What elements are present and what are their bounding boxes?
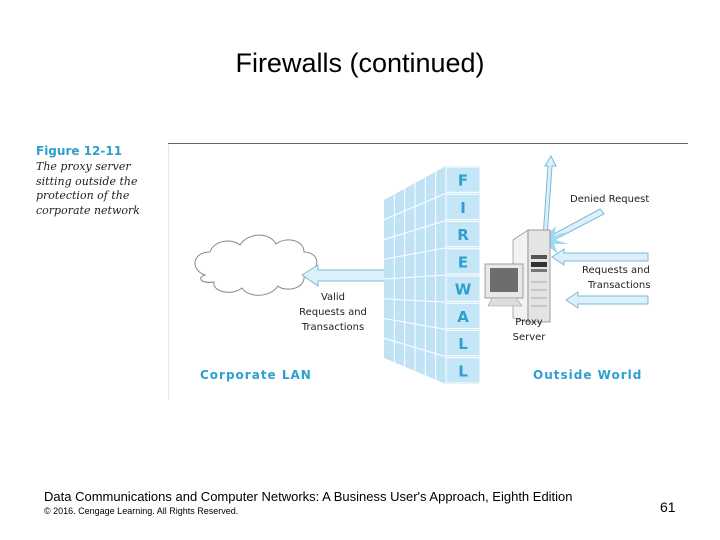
firewall-letter: W — [455, 281, 472, 299]
proxy-label-line2: Server — [513, 332, 547, 343]
firewall-letter-block — [445, 330, 481, 357]
proxy-label-line1: Proxy — [515, 317, 542, 328]
firewall-letter: L — [458, 362, 468, 380]
firewall-letter: R — [457, 226, 469, 244]
footer-book-title: Data Communications and Computer Network… — [44, 489, 573, 504]
firewall-letter: A — [457, 308, 469, 326]
outside-world-label: Outside World — [533, 368, 642, 382]
firewall-letter: E — [458, 253, 468, 271]
valid-label-line1: Valid — [321, 292, 345, 303]
page-number: 61 — [660, 499, 676, 515]
firewall-letter-block — [445, 302, 481, 329]
incoming-request-arrows — [551, 248, 649, 309]
firewall-letter-block — [445, 248, 481, 275]
figure-top-rule — [168, 143, 688, 144]
firewall-letter-block — [445, 357, 481, 384]
requests-label-line1: Requests and — [582, 265, 650, 276]
firewall-letter-block — [445, 221, 481, 248]
firewall-letter-block — [445, 275, 481, 302]
figure-left-rule — [168, 145, 169, 400]
corporate-lan-label: Corporate LAN — [200, 368, 312, 382]
footer-copyright: © 2016. Cengage Learning. All Rights Res… — [44, 506, 239, 516]
valid-label-line3: Transactions — [301, 322, 364, 333]
firewall-letter: I — [460, 199, 466, 217]
requests-label-line2: Transactions — [587, 280, 650, 291]
corporate-lan-cloud-icon — [194, 234, 318, 296]
firewall-letter-block — [445, 193, 481, 220]
figure-caption: The proxy server sitting outside the pro… — [36, 160, 140, 217]
figure-label: Figure 12-11 — [36, 144, 123, 158]
firewall-letter-block — [445, 166, 481, 193]
denied-request-label: Denied Request — [570, 194, 649, 205]
valid-label-line2: Requests and — [299, 307, 367, 318]
firewall-letter: L — [458, 335, 468, 353]
slide-title: Firewalls (continued) — [235, 48, 485, 78]
monitor-icon — [484, 263, 524, 307]
firewall-letter: F — [458, 172, 468, 190]
